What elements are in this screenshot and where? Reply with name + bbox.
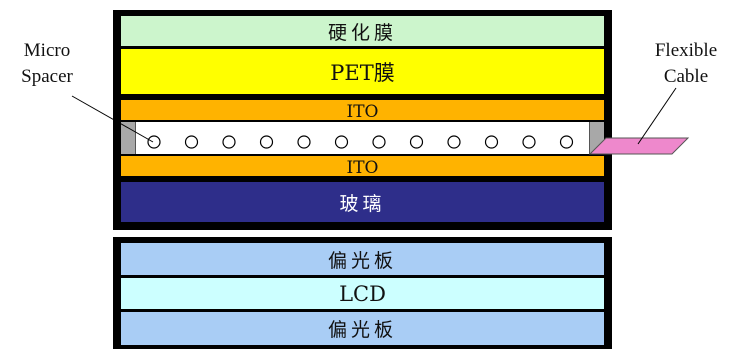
hard-coat-layer: 硬化膜 bbox=[121, 16, 604, 46]
micro-spacer-dot bbox=[409, 135, 424, 149]
flexible-cable-leader-line bbox=[637, 87, 677, 145]
micro-spacer-dot bbox=[184, 135, 199, 149]
ito-bottom-label: ITO bbox=[346, 158, 379, 176]
polarizer-top-label: 偏光板 bbox=[327, 249, 397, 272]
pet-film-layer: PET膜 bbox=[121, 49, 604, 94]
lcd-layer: LCD bbox=[121, 278, 604, 309]
micro-spacer-dot bbox=[484, 135, 499, 149]
ito-bottom-layer: ITO bbox=[121, 156, 604, 176]
micro-spacer-dot bbox=[559, 135, 574, 149]
lcd-label: LCD bbox=[339, 281, 386, 306]
micro-spacer-dot bbox=[447, 135, 461, 149]
micro-spacer-dot bbox=[222, 135, 236, 149]
micro-spacer-dot bbox=[334, 135, 349, 149]
micro-spacer-leader-line bbox=[71, 95, 154, 143]
glass-layer: 玻璃 bbox=[121, 182, 604, 222]
micro-spacer-dot bbox=[259, 135, 274, 149]
ito-top-layer: ITO bbox=[121, 100, 604, 120]
pet-film-label: PET膜 bbox=[330, 60, 395, 85]
micro-spacer-dot bbox=[522, 135, 536, 149]
air-gap bbox=[121, 122, 604, 154]
hard-coat-label: 硬化膜 bbox=[327, 21, 397, 44]
glass-label: 玻璃 bbox=[339, 192, 386, 215]
polarizer-bottom-label: 偏光板 bbox=[327, 319, 397, 341]
polarizer-bottom-layer: 偏光板 bbox=[121, 312, 604, 345]
micro-spacer-dots bbox=[147, 135, 574, 149]
micro-spacer-dot bbox=[147, 135, 161, 149]
flexible-cable-shape bbox=[588, 137, 690, 155]
ito-top-label: ITO bbox=[346, 102, 379, 120]
polarizer-top-layer: 偏光板 bbox=[121, 243, 604, 275]
micro-spacer-dot bbox=[372, 135, 386, 149]
micro-spacer-dot bbox=[297, 135, 311, 149]
